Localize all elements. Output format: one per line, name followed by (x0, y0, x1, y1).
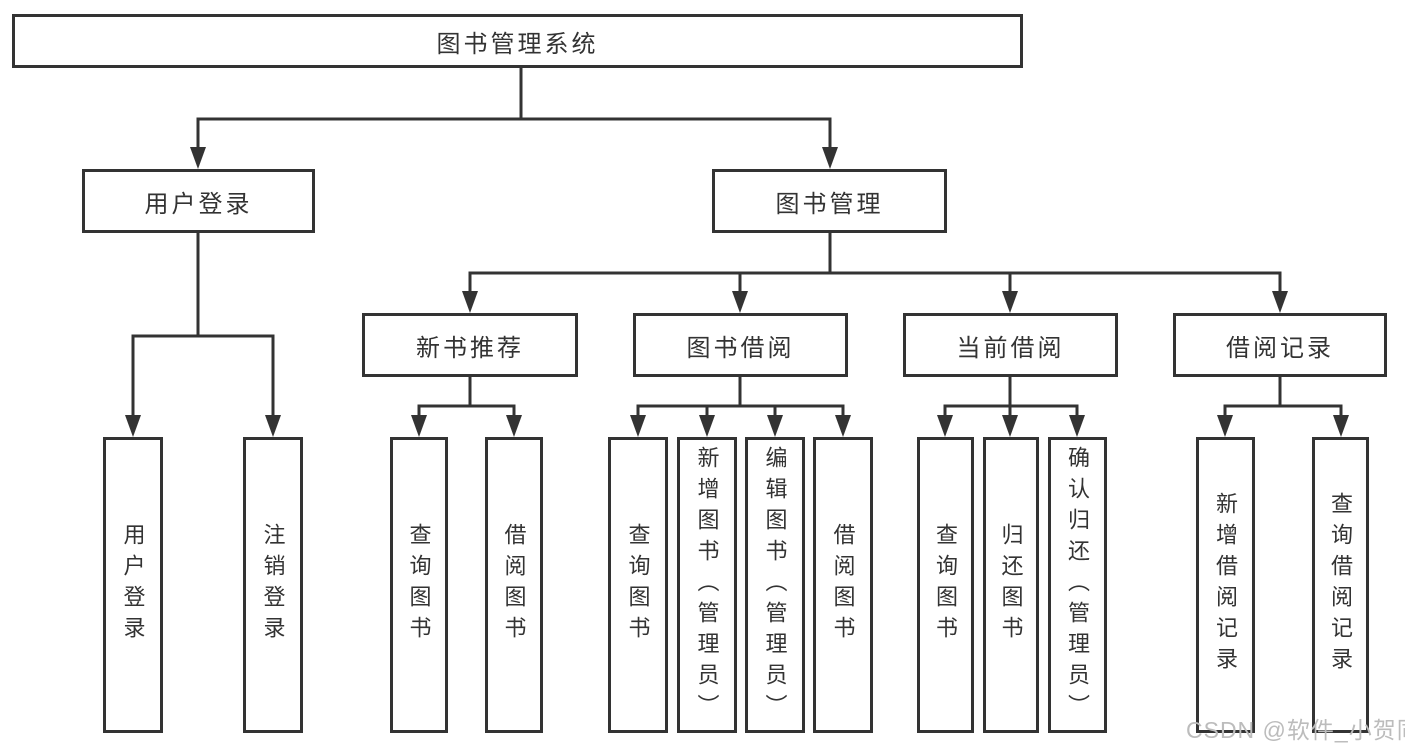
leaf-label: 借阅图书 (501, 523, 527, 647)
node-book-borrow: 图书借阅 (633, 313, 848, 377)
leaf-return-books: 归还图书 (983, 437, 1039, 733)
leaf-search-borrow-record: 查询借阅记录 (1312, 437, 1369, 733)
leaf-search-books-current: 查询图书 (917, 437, 974, 733)
leaf-label: 新增图书（管理员） (694, 445, 720, 725)
node-new-book-recommend: 新书推荐 (362, 313, 578, 377)
leaf-label: 查询借阅记录 (1328, 492, 1354, 678)
leaf-label: 查询图书 (625, 523, 651, 647)
node-label: 图书管理系统 (436, 30, 599, 58)
leaf-add-borrow-record: 新增借阅记录 (1196, 437, 1255, 733)
node-label: 图书借阅 (686, 334, 795, 362)
leaf-label: 注销登录 (260, 523, 286, 647)
leaf-search-books-borrow: 查询图书 (608, 437, 668, 733)
leaf-label: 新增借阅记录 (1213, 492, 1239, 678)
leaf-user-login: 用户登录 (103, 437, 163, 733)
leaf-label: 借阅图书 (830, 523, 856, 647)
leaf-label: 查询图书 (933, 523, 959, 647)
leaf-borrow-books: 借阅图书 (813, 437, 873, 733)
csdn-watermark: CSDN @软件_小贺同学 (1186, 717, 1405, 743)
leaf-label: 归还图书 (998, 523, 1024, 647)
leaf-borrow-books-recommend: 借阅图书 (485, 437, 543, 733)
node-label: 用户登录 (144, 190, 253, 218)
node-label: 当前借阅 (956, 334, 1065, 362)
node-user-login: 用户登录 (82, 169, 315, 233)
leaf-confirm-return-admin: 确认归还（管理员） (1048, 437, 1107, 733)
node-label: 新书推荐 (416, 334, 524, 362)
node-library-management-system: 图书管理系统 (12, 14, 1023, 68)
leaf-label: 编辑图书（管理员） (762, 445, 788, 725)
leaf-edit-book-admin: 编辑图书（管理员） (745, 437, 805, 733)
node-current-borrow: 当前借阅 (903, 313, 1118, 377)
node-label: 借阅记录 (1226, 334, 1334, 362)
leaf-search-books-recommend: 查询图书 (390, 437, 448, 733)
leaf-label: 确认归还（管理员） (1065, 445, 1091, 725)
leaf-label: 用户登录 (120, 523, 146, 647)
leaf-add-book-admin: 新增图书（管理员） (677, 437, 737, 733)
node-book-management: 图书管理 (712, 169, 947, 233)
node-label: 图书管理 (775, 190, 884, 218)
leaf-label: 查询图书 (406, 523, 432, 647)
node-borrow-records: 借阅记录 (1173, 313, 1387, 377)
leaf-logout: 注销登录 (243, 437, 303, 733)
